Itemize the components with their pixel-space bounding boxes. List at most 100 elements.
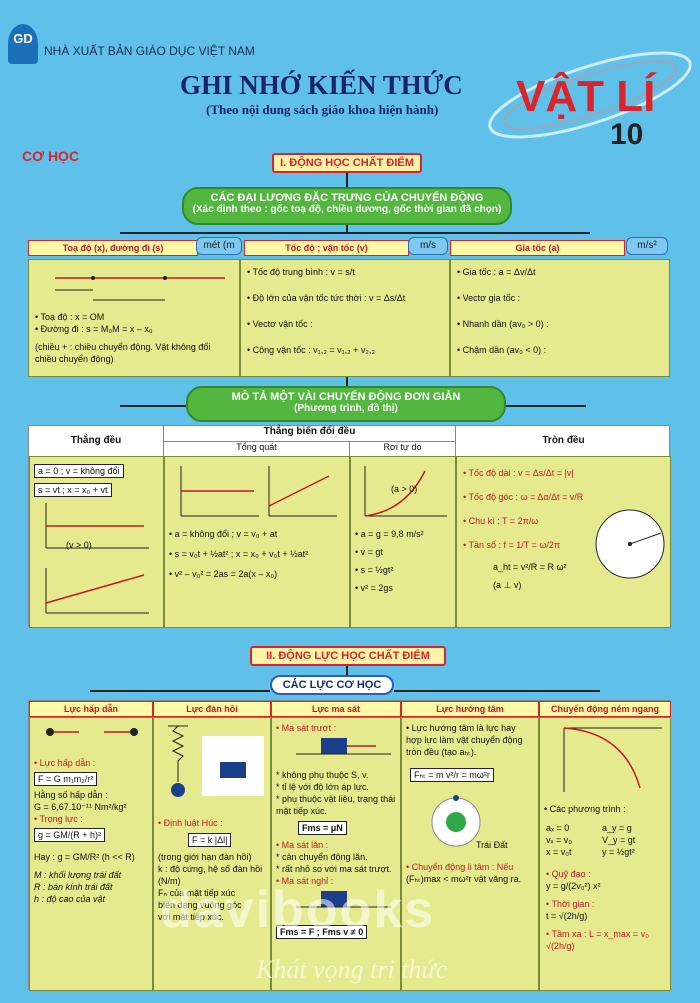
position-diagram [55,276,225,301]
general-a-graph [180,466,337,517]
elastic-line: biến dạng vuông góc [158,900,242,910]
connector [346,377,348,387]
publisher-logo: GD [8,24,38,64]
watermark-tagline: Khát vọng tri thức [256,955,448,984]
circular-line: (a ⊥ v) [493,580,522,590]
freefall-subhead: Rơi tự do [350,442,456,456]
position-panel: • Toạ độ : x = OM • Đường đi : s = M₀M =… [28,259,240,377]
col-gravity-head: Lực hấp dẫn [29,701,153,717]
gravity-line: G = 6,67.10⁻¹¹ Nm²/kg² [34,802,127,812]
elastic-line: với mặt tiếp xúc. [158,912,224,922]
logo-text: GD [13,31,33,46]
projectile-line: a_y = g [602,823,632,833]
page-subtitle: (Theo nội dung sách giáo khoa hiện hành) [206,102,439,117]
connector [346,173,348,187]
motions-title: MÔ TẢ MỘT VÀI CHUYỂN ĐỘNG ĐƠN GIẢN [231,391,461,403]
section-label: CƠ HỌC [22,148,80,164]
part1-title: I. ĐỘNG HỌC CHẤT ĐIỂM [272,153,422,173]
elastic-line: F = k |Δl| [188,833,232,847]
projectile-line: V_y = gt [602,835,636,845]
quantities-banner: CÁC ĐẠI LƯỢNG ĐẶC TRƯNG CỦA CHUYỂN ĐỘNG … [182,187,512,225]
accel-line: • Vectơ gia tốc : [457,293,521,303]
centripetal-line: Fₕₜ = m v²/r = mω²r [410,768,494,782]
gravity-line: Hay : g = GM/R² (h << R) [34,852,135,862]
motions-banner: MÔ TẢ MỘT VÀI CHUYỂN ĐỘNG ĐƠN GIẢN (Phươ… [186,386,506,422]
projectile-line: t = √(2h/g) [546,911,588,921]
col-accel-head: Gia tốc (a) [450,240,625,256]
col-accel-unit: m/s² [626,237,668,255]
friction-line: * cản chuyển động lăn. [276,852,368,862]
friction-line: • Ma sát trượt : [276,723,337,733]
centripetal-line: (Fₕₜ)max < mω²r vật văng ra. [406,874,522,884]
accel-line: • Chậm dần (av₀ < 0) : [457,345,547,355]
motions-subtitle: (Phương trình, đồ thị) [294,403,398,414]
col-elastic-head: Lực đàn hồi [153,701,271,717]
connector [120,405,186,407]
connector [506,405,586,407]
freefall-line: • a = g = 9,8 m/s² [355,529,424,539]
circle-diagram [595,509,665,579]
gravity-line: • Trọng lực : [34,814,83,824]
freefall-line: • s = ½gt² [355,565,394,575]
general-panel: • a = không đổi ; v = v₀ + at • s = v₀t … [164,456,350,628]
circular-line: • Chu kì : T = 2π/ω [463,516,539,526]
friction-line: * phụ thuộc vật liệu, trạng thái mặt tiế… [276,794,396,816]
uniform-x-graph [45,568,149,614]
quantities-subtitle: (Xác định theo : gốc toạ độ, chiều dương… [192,204,502,215]
col-velocity-unit: m/s [408,237,448,255]
projectile-line: • Quỹ đạo : [546,869,591,879]
projectile-line: y = g/(2v₀²) x² [546,881,601,891]
projectile-rest: • Quỹ đạo : y = g/(2v₀²) x² • Thời gian … [546,868,668,952]
position-note: (chiều + : chiều chuyển động. Vật không … [35,342,211,364]
gravity-panel: • Lực hấp dẫn : F = G m₁m₂/r² Hằng số hấ… [29,717,153,991]
velocity-line: • Độ lớn của vận tốc tức thời : v = Δs/Δ… [247,293,406,303]
velocity-line: • Vectơ vận tốc : [247,319,313,329]
freefall-line: • v = gt [355,547,383,557]
watermark-brand: davibooks [160,881,436,939]
col-friction-head: Lực ma sát [271,701,401,717]
friction-line: Fms = μN [298,821,347,835]
spring-diagram [168,725,264,797]
centripetal-panel: • Lực hướng tâm là lực hay hợp lực làm v… [401,717,539,991]
col-centripetal-head: Lực hướng tâm [401,701,539,717]
circular-line: • Tốc độ góc : ω = Δα/Δt = v/R [463,492,584,502]
projectile-line: • Thời gian : [546,899,595,909]
grade-number: 10 [610,118,644,151]
orbit-decoration [488,51,692,139]
projectile-line: y = ½gt² [602,847,635,857]
position-line: • Đường đi : s = M₀M = x – x₀ [35,324,153,334]
subject-title: VẬT LÍ [516,72,656,121]
velocity-line: • Tốc độ trung bình : v = s/t [247,267,355,277]
friction-panel: • Ma sát trượt : * không phụ thuộc S, v.… [271,717,401,991]
earth-orbit-diagram [431,795,481,847]
friction-line: • Ma sát lăn : [276,840,329,850]
general-line: • s = v₀t + ½at² ; x = x₀ + v₀t + ½at² [169,549,309,559]
gravity-diagram [46,728,138,736]
uniform-line: a = 0 ; v = không đổi [34,464,124,478]
accel-line: • Nhanh dần (av₀ > 0) : [457,319,549,329]
elastic-line: k : độ cứng, hệ số đàn hồi [158,864,263,874]
col-position-head: Toạ độ (x), đường đi (s) [28,240,198,256]
gravity-line: R : bán kính trái đất [34,882,113,892]
projectile-line: vₓ = v₀ [546,835,572,845]
part2-title: II. ĐỘNG LỰC HỌC CHẤT ĐIỂM [250,646,446,666]
uniform-v-graph [45,503,149,549]
projectile-x-box: aₓ = 0 vₓ = v₀ x = v₀t [546,822,594,858]
gravity-line: M : khối lượng trái đất [34,870,122,880]
forces-table: Lực hấp dẫn Lực đàn hồi Lực ma sát Lực h… [28,700,671,991]
gravity-line: Hằng số hấp dẫn : [34,790,108,800]
general-subhead: Tổng quát [164,442,350,456]
projectile-line: aₓ = 0 [546,823,570,833]
uniform-panel: a = 0 ; v = không đổi s = vt ; x = x₀ + … [29,456,164,628]
col-projectile-head: Chuyển động ném ngang [539,701,671,717]
col-position-unit: mét (m [196,237,242,255]
quantities-title: CÁC ĐẠI LƯỢNG ĐẶC TRƯNG CỦA CHUYỂN ĐỘNG [210,192,484,204]
gravity-line: h : độ cao của vật [34,894,106,904]
freefall-panel: (a > 0) • a = g = 9,8 m/s² • v = gt • s … [350,456,456,628]
connector [346,225,348,233]
friction-line: * không phụ thuộc S, v. [276,770,369,780]
velocity-line: • Công vận tốc : v₁,₃ = v₁,₂ + v₂,₃ [247,345,376,355]
friction-line: Fms = F ; Fms v ≠ 0 [276,925,368,939]
v-pos-label: (v > 0) [66,540,92,550]
general-line: • v² – v₀² = 2as = 2a(x – x₀) [169,569,278,579]
